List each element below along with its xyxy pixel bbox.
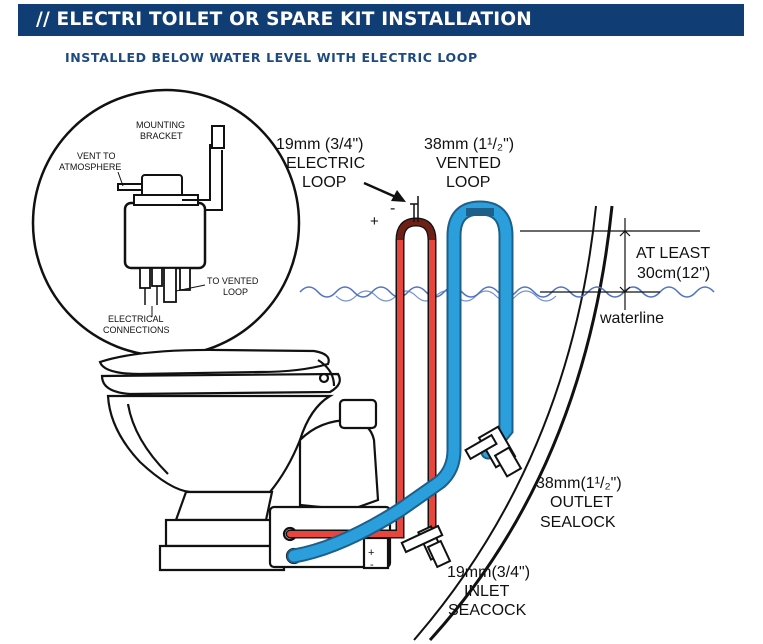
outlet-sealock-fitting	[464, 425, 523, 478]
loop-electrical-connector	[410, 196, 419, 222]
label-inlet-seacock: 19mm(3/4") INLET SEACOCK	[447, 564, 530, 619]
mounting-bracket-line2: BRACKET	[140, 131, 183, 141]
electrical-line1: ELECTRICAL	[108, 314, 164, 324]
inlet-line2: INLET	[464, 583, 510, 600]
inlet-seacock-fitting	[400, 524, 452, 569]
electric-loop-line3: LOOP	[302, 174, 346, 191]
to-vented-line1: TO VENTED	[207, 276, 259, 286]
inlet-line3: SEACOCK	[448, 602, 527, 619]
header-bar: // ELECTRI TOILET OR SPARE KIT INSTALLAT…	[18, 4, 744, 36]
label-electrical-connections: ELECTRICAL CONNECTIONS	[103, 314, 170, 335]
hull-inner	[413, 205, 597, 641]
loop-plus-sign: +	[370, 213, 379, 230]
outlet-line1: 38mm(1¹/₂")	[536, 475, 622, 492]
terminal-minus: -	[370, 559, 374, 571]
outlet-line3: SEALOCK	[540, 514, 616, 531]
page-subtitle: INSTALLED BELOW WATER LEVEL WITH ELECTRI…	[65, 50, 478, 65]
outlet-line2: OUTLET	[550, 494, 613, 511]
loop-minus-sign: -	[390, 200, 395, 217]
at-least-dimension	[520, 218, 700, 310]
hull-outer	[428, 205, 614, 642]
inset-detail	[31, 88, 301, 358]
label-vent-to-atmosphere: VENT TO ATMOSPHERE	[59, 151, 121, 172]
at-least-line2: 30cm(12")	[637, 265, 710, 282]
electric-loop-line1: 19mm (3/4")	[276, 136, 363, 153]
toilet	[98, 348, 392, 572]
label-vented-loop: 38mm (1¹/₂") VENTED LOOP	[424, 136, 514, 191]
terminal-plus: +	[368, 547, 374, 559]
vent-line1: VENT TO	[77, 151, 116, 161]
label-electric-loop: 19mm (3/4") ELECTRIC LOOP	[276, 136, 365, 191]
electric-loop-line2: ELECTRIC	[286, 155, 365, 172]
to-vented-line2: LOOP	[223, 287, 248, 297]
vent-line2: ATMOSPHERE	[59, 162, 121, 172]
mounting-bracket-line1: MOUNTING	[136, 120, 185, 130]
water-waves-2	[335, 290, 557, 302]
page-title: // ELECTRI TOILET OR SPARE KIT INSTALLAT…	[36, 9, 532, 30]
electrical-line2: CONNECTIONS	[103, 325, 170, 335]
vented-loop-line3: LOOP	[446, 174, 490, 191]
inlet-line1: 19mm(3/4")	[447, 564, 530, 581]
at-least-line1: AT LEAST	[636, 245, 710, 262]
waterline-label: waterline	[599, 310, 664, 327]
label-to-vented-loop: TO VENTED LOOP	[207, 276, 259, 297]
vented-loop-line2: VENTED	[436, 155, 501, 172]
electric-loop-arrow	[363, 181, 406, 202]
label-outlet-sealock: 38mm(1¹/₂") OUTLET SEALOCK	[536, 475, 622, 531]
vented-loop-line1: 38mm (1¹/₂")	[424, 136, 514, 153]
label-mounting-bracket: MOUNTING BRACKET	[136, 120, 185, 141]
